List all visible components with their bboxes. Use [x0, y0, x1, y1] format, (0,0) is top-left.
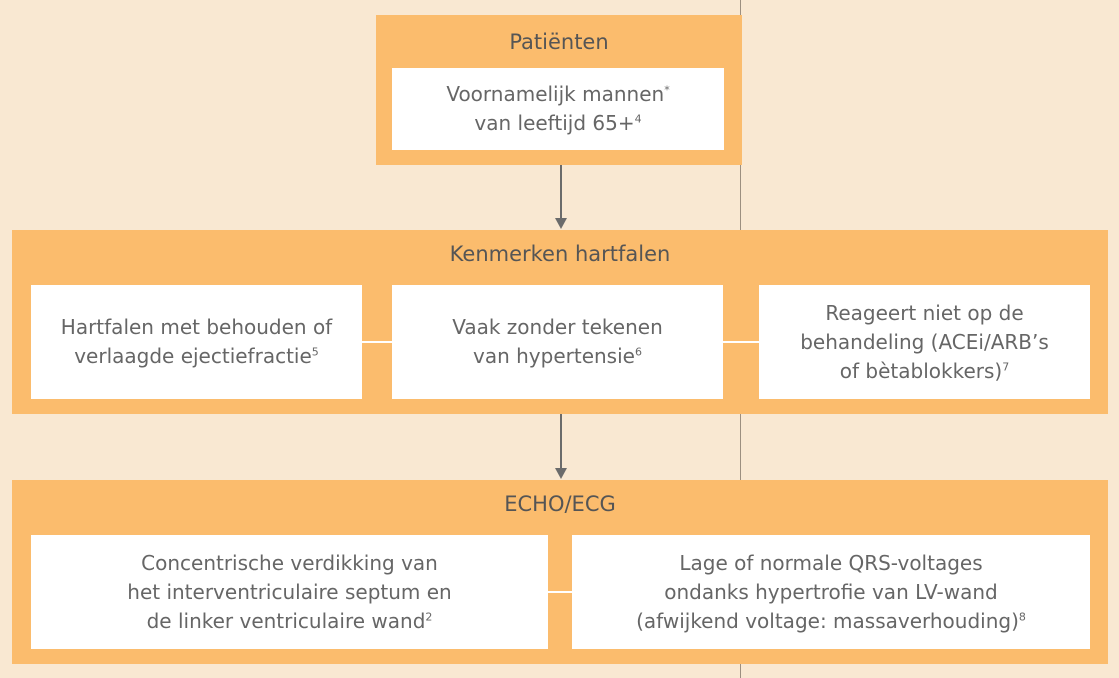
hf-card-3-text: Reageert niet op de behandeling (ACEi/AR… [800, 300, 1049, 383]
patients-card: Voornamelijk mannen* van leeftijd 65+4 [392, 68, 724, 150]
echo-card-1-text: Concentrische verdikking van het interve… [127, 550, 452, 633]
hf-card-hypertension: Vaak zonder tekenen van hypertensie6 [392, 285, 723, 399]
hf-card-2-text: Vaak zonder tekenen van hypertensie [452, 315, 663, 368]
hf-card-3-sup: 7 [1002, 359, 1010, 373]
patients-card-sup2: 4 [634, 112, 642, 126]
connector-echo [548, 591, 572, 593]
echo-card-1-sup: 2 [425, 609, 433, 623]
patients-card-line2: van leeftijd 65+ [474, 111, 635, 135]
arrow-head-2 [555, 468, 567, 479]
connector-hf-2 [723, 341, 759, 343]
patients-card-sup1: * [664, 83, 670, 97]
heart-failure-title: Kenmerken hartfalen [449, 242, 671, 266]
echo-ecg-panel: ECHO/ECG Concentrische verdikking van he… [12, 480, 1108, 664]
hf-card-ejection-fraction: Hartfalen met behouden of verlaagde ejec… [31, 285, 362, 399]
heart-failure-panel: Kenmerken hartfalen Hartfalen met behoud… [12, 230, 1108, 414]
arrow-shaft-2 [560, 414, 562, 469]
arrow-head-1 [555, 218, 567, 229]
hf-card-1-text: Hartfalen met behouden of verlaagde ejec… [60, 315, 333, 368]
hf-card-2-sup: 6 [634, 345, 642, 359]
arrow-shaft-1 [560, 165, 562, 219]
patients-title: Patiënten [509, 30, 609, 54]
hf-card-1-sup: 5 [311, 345, 319, 359]
patients-panel: Patiënten Voornamelijk mannen* van leeft… [376, 15, 742, 165]
echo-card-thickening: Concentrische verdikking van het interve… [31, 535, 548, 649]
connector-hf-1 [362, 341, 392, 343]
hf-card-treatment: Reageert niet op de behandeling (ACEi/AR… [759, 285, 1090, 399]
echo-card-qrs-voltage: Lage of normale QRS-voltages ondanks hyp… [572, 535, 1090, 649]
echo-ecg-title: ECHO/ECG [504, 492, 616, 516]
patients-card-line1: Voornamelijk mannen [446, 82, 665, 106]
echo-card-2-text: Lage of normale QRS-voltages ondanks hyp… [636, 550, 1019, 633]
echo-card-2-sup: 8 [1018, 609, 1026, 623]
